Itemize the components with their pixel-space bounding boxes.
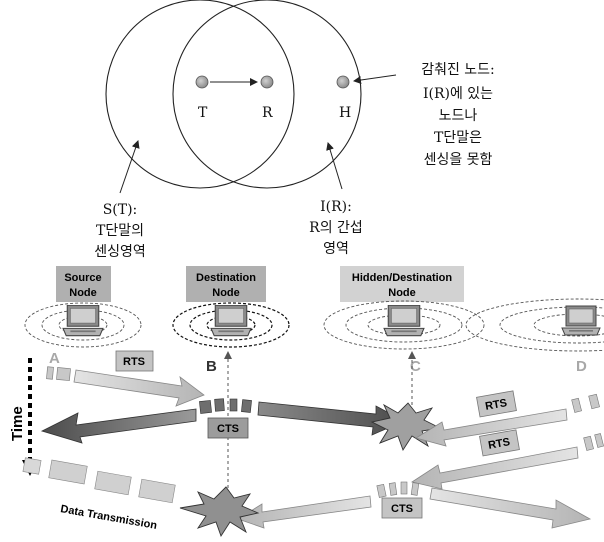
collision-burst-b (179, 486, 260, 538)
laptop-icon-d (561, 305, 601, 336)
laptop-icon-a (62, 305, 104, 337)
cts-c-left-arrow (237, 495, 372, 529)
sensing-area-circle (105, 0, 295, 189)
rts-d-first: RTS (414, 390, 600, 447)
sensing-label-pointer (119, 140, 140, 194)
node-letter-c: C (410, 358, 421, 375)
interference-label-line-2: R의 간섭 (309, 220, 363, 236)
data-transmission-label: Data Transmission (59, 503, 158, 532)
node-letter-d: D (576, 358, 587, 375)
interference-area-label: I(R): R의 간섭 영역 (309, 199, 363, 257)
hidden-note-line-4: T단말은 (434, 130, 482, 146)
node-t-label: T (198, 105, 208, 121)
hidden-note-line-2: I(R)에 있는 (423, 86, 493, 102)
sensing-label-line-2: T단말의 (96, 223, 144, 239)
node-t (195, 75, 209, 89)
cts-b-right-arrow (257, 401, 405, 436)
time-label: Time (9, 406, 26, 441)
interference-label-line-3: 영역 (323, 241, 349, 257)
rts-a-label: RTS (123, 356, 145, 368)
range-rings (24, 298, 604, 352)
interference-area-circle (172, 0, 362, 189)
destination-node-title-line-2: Node (212, 287, 240, 299)
source-node-title-line-1: Source (64, 272, 101, 284)
destination-node-title: Destination Node (186, 266, 266, 302)
rts-d2-label: RTS (487, 436, 511, 452)
destination-node-title-line-1: Destination (196, 272, 256, 284)
node-letter-b: B (206, 358, 217, 375)
laptop-icon-b (210, 305, 252, 337)
cts-b-label: CTS (217, 423, 239, 435)
source-node-title: Source Node (56, 266, 111, 302)
rts-d1-label: RTS (484, 397, 508, 413)
source-node-title-line-2: Node (69, 287, 97, 299)
cts-c-right-arrow (429, 487, 592, 529)
sensing-area-label: S(T): T단말의 센싱영역 (94, 202, 146, 260)
hidden-note-line-3: 노드나 (439, 108, 478, 124)
rts-cts-timeline: Source Node Destination Node Hidden/Dest… (9, 266, 604, 538)
node-r-label: R (262, 105, 273, 121)
rts-d-second: RTS (410, 429, 604, 490)
node-h (336, 75, 350, 89)
hidden-note-line-5: 센싱을 못함 (424, 152, 493, 168)
interference-label-pointer (326, 142, 343, 190)
cts-from-b: CTS (40, 398, 405, 444)
hidden-destination-node-title: Hidden/Destination Node (340, 266, 464, 302)
node-h-label: H (339, 105, 351, 121)
sensing-label-line-3: 센싱영역 (94, 244, 146, 260)
node-r (260, 75, 274, 89)
hidden-node-title-line-2: Node (388, 287, 416, 299)
sensing-label-line-1: S(T): (103, 202, 138, 218)
hidden-note-line-1: 감춰진 노드: (421, 62, 495, 78)
interference-label-line-1: I(R): (320, 199, 352, 215)
data-transmission-a: Data Transmission (22, 457, 176, 532)
rts-a-to-b: RTS (46, 350, 205, 407)
hidden-node-title-line-1: Hidden/Destination (352, 272, 453, 284)
hidden-node-note: 감춰진 노드: I(R)에 있는 노드나 T단말은 센싱을 못함 (421, 62, 495, 168)
venn-diagram: T R H 감춰진 노드: I(R)에 있는 노드나 T단말은 센싱을 못함 S… (94, 0, 495, 260)
laptop-icon-c (383, 305, 425, 337)
cts-c-label: CTS (391, 503, 413, 515)
cts-from-c: CTS (237, 481, 592, 529)
cts-b-left-arrow (40, 408, 197, 444)
hidden-note-pointer (353, 74, 397, 84)
node-letter-a: A (49, 350, 60, 367)
